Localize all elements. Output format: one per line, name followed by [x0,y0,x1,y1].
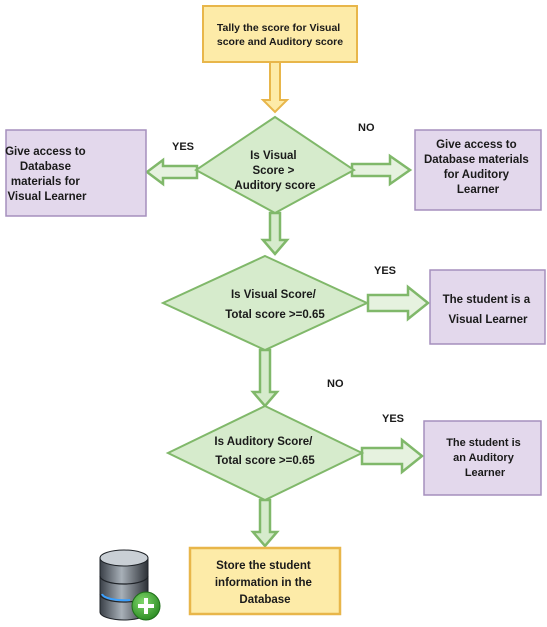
decision3-line-2: Total score >=0.65 [215,455,315,467]
decision2-line-1: Is Visual Score/ [231,289,317,301]
visual-access-line-1: Give access to [5,146,86,158]
arrow-decision1-to-decision2 [260,211,290,256]
svg-text:The student is an Audito: The student is an Auditory Learner [446,437,524,479]
database-add-icon [99,549,161,621]
visual-access-line-3: materials for [11,176,81,188]
decision1-line-1: Is Visual [250,150,296,162]
arrow-decision3-to-store [250,498,280,548]
auditory-learner-line-2: an Auditory [453,452,515,464]
auditory-access-line-1: Give access to [436,139,517,151]
label-d2-yes: YES [374,265,396,277]
decision3-line-1: Is Auditory Score/ [214,436,313,448]
start-box-line-2: score and Auditory score [217,36,343,48]
auditory-access-line-2: Database materials [424,154,529,166]
label-d2-no: NO [327,378,344,390]
visual-learner-line-1: The student is a [443,294,531,306]
arrow-no-to-auditory-access [350,153,413,187]
arrow-start-to-decision1 [260,61,290,114]
decision-auditory-ratio: Is Auditory Score/ Total score >=0.65 [165,404,365,502]
visual-access-line-2: Database [20,161,71,173]
store-box: Store the student information in the Dat… [188,546,342,616]
decision-visual-vs-auditory: Is Visual Score > Auditory score [194,115,356,215]
arrow-yes-to-auditory-learner [360,437,425,475]
visual-access-box: Give access to Database materials for Vi… [5,129,147,217]
start-box: Tally the score for Visual score and Aud… [202,5,358,63]
svg-text:Give access to Database: Give access to Database materials for Au… [424,139,532,196]
arrow-yes-to-visual-access [144,157,199,187]
decision2-line-2: Total score >=0.65 [225,309,325,321]
label-d1-yes: YES [172,141,194,153]
store-line-1: Store the student [216,560,311,572]
svg-text:Tally the score for Visual: Tally the score for Visual score and Aud… [217,22,343,48]
auditory-learner-line-3: Learner [465,467,506,479]
svg-text:Is Auditory Score/ Total: Is Auditory Score/ Total score >=0.65 [214,436,315,467]
decision1-line-2: Score > [252,165,294,177]
visual-access-line-4: Visual Learner [7,191,87,203]
visual-learner-line-2: Visual Learner [448,314,528,326]
auditory-access-line-3: for Auditory [444,169,510,181]
decision1-line-3: Auditory score [234,180,315,192]
auditory-learner-box: The student is an Auditory Learner [423,420,542,496]
label-d1-no: NO [358,122,375,134]
arrow-yes-to-visual-learner [366,284,431,322]
store-line-3: Database [239,594,290,606]
svg-text:Is Visual Score/ Total s: Is Visual Score/ Total score >=0.65 [225,289,325,321]
auditory-access-line-4: Learner [457,184,500,196]
svg-text:The student is a Visual: The student is a Visual Learner [443,294,534,326]
store-line-2: information in the [215,577,312,589]
decision-visual-ratio: Is Visual Score/ Total score >=0.65 [160,254,370,352]
visual-learner-box: The student is a Visual Learner [429,269,546,345]
label-d3-yes: YES [382,413,404,425]
auditory-access-box: Give access to Database materials for Au… [414,129,542,211]
arrow-decision2-to-decision3 [250,348,280,408]
start-box-line-1: Tally the score for Visual [217,22,340,34]
svg-text:Store the student inform: Store the student information in the Dat… [215,560,315,606]
auditory-learner-line-1: The student is [446,437,521,449]
svg-text:Give access to Database: Give access to Database materials for Vi… [5,146,89,203]
svg-text:Is Visual Score >: Is Visual Score > Auditory score [234,150,315,192]
